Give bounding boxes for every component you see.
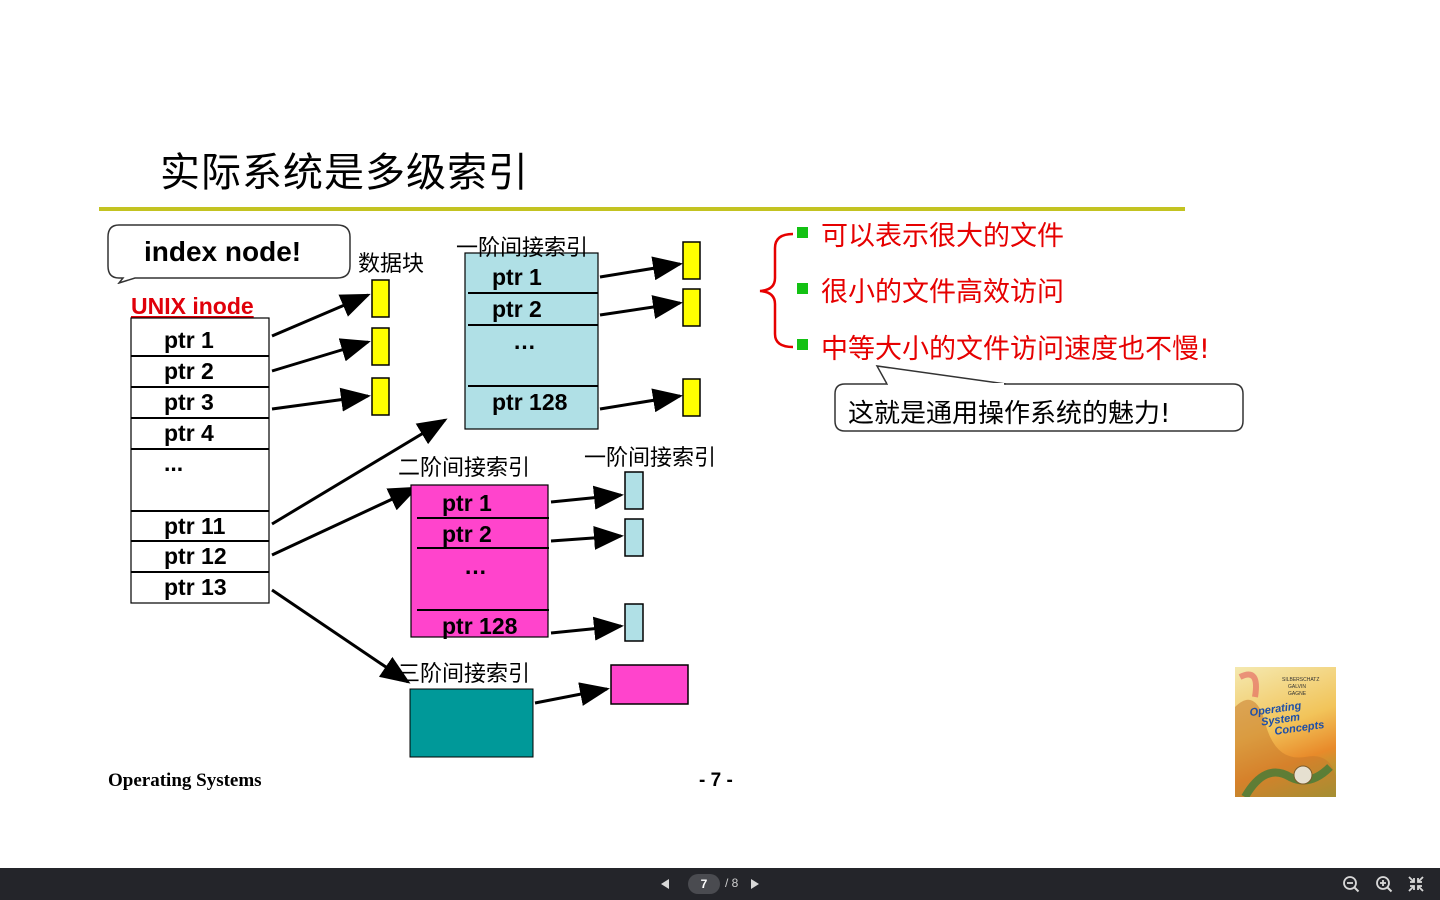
zoom-in-button[interactable]: [1375, 875, 1393, 893]
bullet-square: [797, 283, 808, 294]
footer-course: Operating Systems: [108, 770, 262, 791]
level2-row: ptr 1: [442, 490, 492, 516]
inode-row: ptr 3: [164, 389, 214, 415]
brace: [759, 232, 794, 349]
data-block-6: [682, 378, 701, 417]
level1-row: ptr 2: [492, 296, 542, 322]
book-cover-image: SILBERSCHATZ GALVIN GAGNE Operating Syst…: [1235, 667, 1336, 797]
inode-row: ptr 13: [164, 574, 227, 600]
data-block-2: [371, 327, 390, 366]
inode-row: ptr 1: [164, 327, 214, 353]
data-block-5: [682, 288, 701, 327]
unix-inode-label: UNIX inode: [131, 293, 254, 319]
callout-text: 这就是通用操作系统的魅力!: [848, 399, 1171, 429]
data-block-3: [371, 377, 390, 416]
page-total: / 8: [725, 876, 739, 890]
slide-title: 实际系统是多级索引: [160, 150, 529, 196]
inode-row: ptr 2: [164, 358, 214, 384]
data-block-1: [371, 279, 390, 318]
level2-sub-block-3: [624, 603, 644, 642]
viewer-toolbar: 7 / 8: [0, 868, 1440, 900]
next-page-button[interactable]: [748, 875, 762, 893]
level2-row: …: [464, 553, 487, 579]
slide: 实际系统是多级索引 index node! UNIX inode: [99, 150, 1336, 797]
level2-label: 二阶间接索引: [398, 456, 531, 481]
bullet-item: 中等大小的文件访问速度也不慢!: [821, 334, 1210, 365]
level2-sub-block-2: [624, 518, 644, 557]
level1-label: 一阶间接索引: [456, 236, 589, 261]
zoom-out-icon: [1343, 876, 1360, 893]
inode-row: ptr 4: [164, 420, 214, 446]
level2-sub-label: 一阶间接索引: [584, 446, 717, 471]
inode-row: ptr 11: [164, 513, 226, 539]
bullet-square: [797, 227, 808, 238]
level1-row: ptr 1: [492, 264, 542, 290]
level2-row: ptr 128: [442, 613, 518, 639]
prev-page-button[interactable]: [658, 875, 672, 893]
callout-bubble: [834, 383, 1244, 432]
index-node-text: index node!: [144, 236, 302, 267]
inode-box: [130, 317, 270, 604]
page-number-input[interactable]: 7: [688, 874, 720, 894]
level1-row: …: [513, 328, 536, 354]
level3-index-box: [409, 688, 534, 758]
index-diagram: [130, 232, 1244, 758]
triangle-right-icon: [751, 879, 759, 889]
data-block-4: [682, 241, 701, 280]
level3-target-block: [610, 664, 689, 705]
level2-index-box: [410, 484, 549, 638]
level2-sub-block-1: [624, 471, 644, 510]
bullet-item: 可以表示很大的文件: [821, 221, 1064, 252]
index-node-bubble: [107, 224, 351, 284]
level1-index-box: [464, 252, 599, 430]
level2-row: ptr 2: [442, 521, 492, 547]
data-block-label: 数据块: [358, 252, 425, 277]
zoom-in-icon: [1376, 876, 1393, 893]
level1-row: ptr 128: [492, 389, 568, 415]
bullet-item: 很小的文件高效访问: [821, 277, 1064, 308]
collapse-icon: [1408, 876, 1424, 892]
book-authors: SILBERSCHATZ GALVIN GAGNE: [1282, 677, 1320, 697]
title-underline: [99, 207, 1185, 211]
inode-row: ...: [164, 450, 184, 476]
inode-row: ptr 12: [164, 543, 227, 569]
footer-page-number: - 7 -: [699, 770, 733, 791]
bullet-square: [797, 339, 808, 350]
zoom-out-button[interactable]: [1342, 875, 1360, 893]
triangle-left-icon: [661, 879, 669, 889]
level3-label: 三阶间接索引: [398, 662, 531, 687]
fit-screen-button[interactable]: [1407, 875, 1425, 893]
